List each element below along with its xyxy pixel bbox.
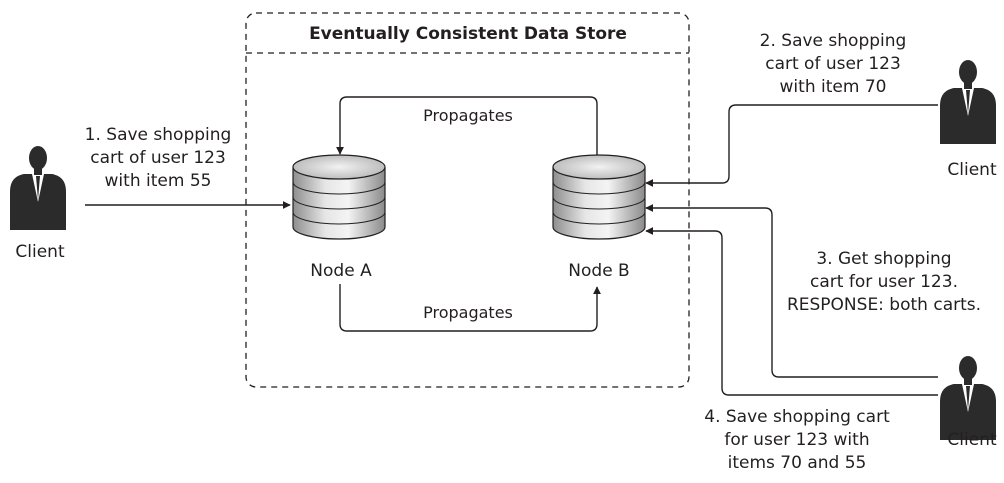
step4-line-3: items 70 and 55 (728, 453, 867, 473)
propagate-top-arrow (336, 96, 598, 155)
step1-line-2: cart of user 123 (90, 148, 226, 168)
data-store-title: Eventually Consistent Data Store (309, 24, 627, 44)
step2-line-3: with item 70 (780, 77, 887, 97)
node-b-label: Node B (568, 261, 629, 281)
top-right-client-person-icon (940, 60, 996, 144)
step2-arrow (645, 104, 938, 187)
propagate-bottom-arrow (339, 284, 601, 332)
propagate-bottom-label: Propagates (423, 303, 513, 322)
step4-arrow (645, 227, 938, 396)
step3-line-3: RESPONSE: both carts. (787, 295, 981, 315)
left-client-label: Client (15, 242, 65, 262)
step3-line-2: cart for user 123. (810, 272, 958, 292)
step1-line-1: 1. Save shopping (85, 125, 232, 145)
step4-line-1: 4. Save shopping cart (704, 407, 890, 427)
step4-line-2: for user 123 with (724, 430, 869, 450)
left-client-person-icon (10, 146, 66, 230)
node-b-database-icon (552, 154, 646, 240)
bottom-right-client-person-icon (940, 356, 996, 440)
node-a-label: Node A (310, 261, 372, 281)
step2-line-1: 2. Save shopping (760, 31, 907, 51)
step3-arrow (645, 204, 938, 378)
node-a-database-icon (292, 154, 386, 240)
step1-line-3: with item 55 (105, 171, 212, 191)
data-store-container (245, 12, 690, 388)
top-right-client-label: Client (947, 160, 997, 180)
propagate-top-label: Propagates (423, 106, 513, 125)
step2-line-2: cart of user 123 (765, 54, 901, 74)
step3-line-1: 3. Get shopping (816, 249, 951, 269)
bottom-right-client-label: Client (947, 430, 997, 450)
